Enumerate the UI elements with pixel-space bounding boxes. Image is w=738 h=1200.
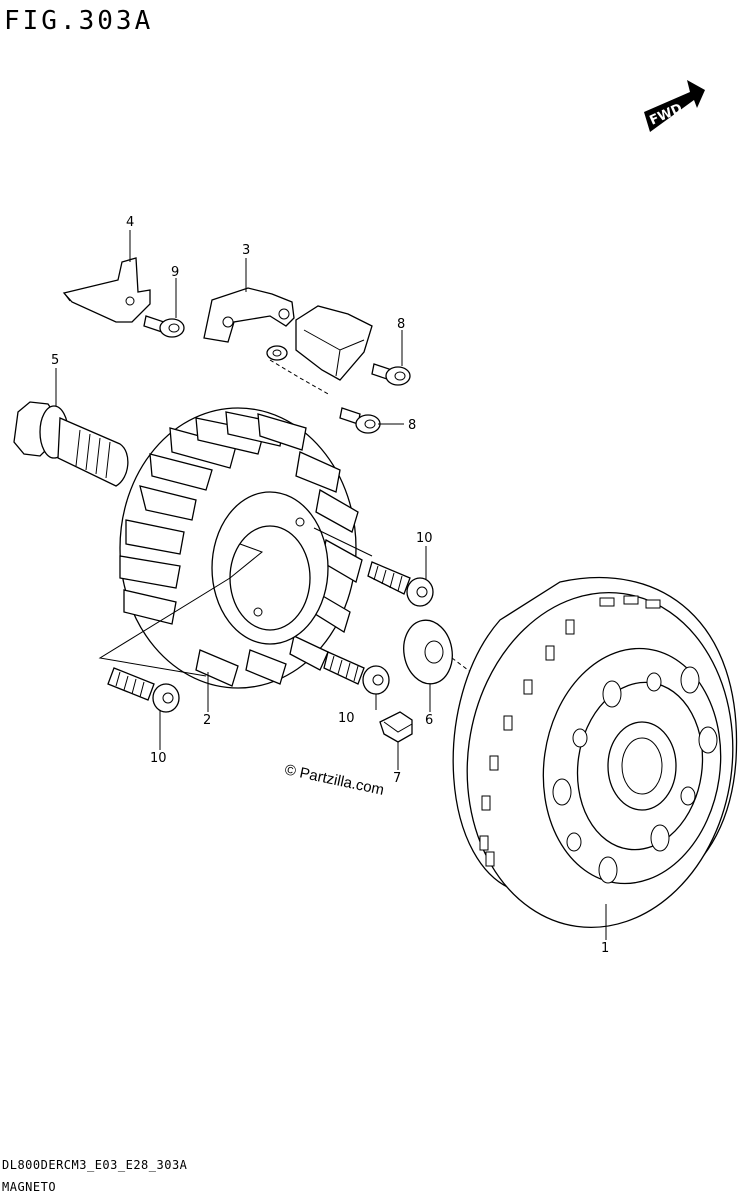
part-9-screw[interactable] — [143, 315, 185, 338]
callout-8-lower[interactable]: 8 — [408, 418, 416, 433]
part-1-rotor[interactable] — [446, 575, 738, 944]
figure-name: MAGNETO — [2, 1180, 57, 1194]
part-7-key[interactable] — [379, 711, 413, 743]
callout-7[interactable]: 7 — [393, 771, 401, 786]
callout-10-right[interactable]: 10 — [416, 531, 433, 546]
callout-6[interactable]: 6 — [425, 713, 433, 728]
figure-code: DL800DERCM3_E03_E28_303A — [2, 1158, 188, 1172]
part-10-screw-middle[interactable] — [323, 651, 390, 695]
part-8-screw-upper[interactable] — [371, 363, 411, 386]
callout-10-middle[interactable]: 10 — [338, 711, 355, 726]
part-10-screw-right[interactable] — [367, 561, 434, 607]
callout-1[interactable]: 1 — [601, 941, 609, 956]
part-5-bolt[interactable] — [13, 401, 129, 487]
callout-10-left[interactable]: 10 — [150, 751, 167, 766]
part-10-screw-left[interactable] — [107, 667, 180, 713]
callouts: 4 9 3 8 8 5 10 10 10 2 6 7 1 — [51, 215, 609, 956]
part-4-bracket[interactable] — [62, 257, 151, 323]
watermark: © Partzilla.com — [283, 761, 385, 799]
part-3-clamp[interactable] — [203, 287, 373, 396]
callout-4[interactable]: 4 — [126, 215, 134, 230]
callout-9[interactable]: 9 — [171, 265, 179, 280]
figure-title: FIG.303A — [4, 6, 154, 36]
callout-3[interactable]: 3 — [242, 243, 250, 258]
callout-2[interactable]: 2 — [203, 713, 211, 728]
leader-lines — [55, 230, 607, 940]
part-2-stator[interactable] — [98, 407, 373, 689]
part-8-screw-lower[interactable] — [339, 407, 381, 434]
callout-8-upper[interactable]: 8 — [397, 317, 405, 332]
fwd-arrow-icon: FWD — [644, 80, 705, 132]
callout-5[interactable]: 5 — [51, 353, 59, 368]
part-6-washer[interactable] — [399, 616, 477, 687]
